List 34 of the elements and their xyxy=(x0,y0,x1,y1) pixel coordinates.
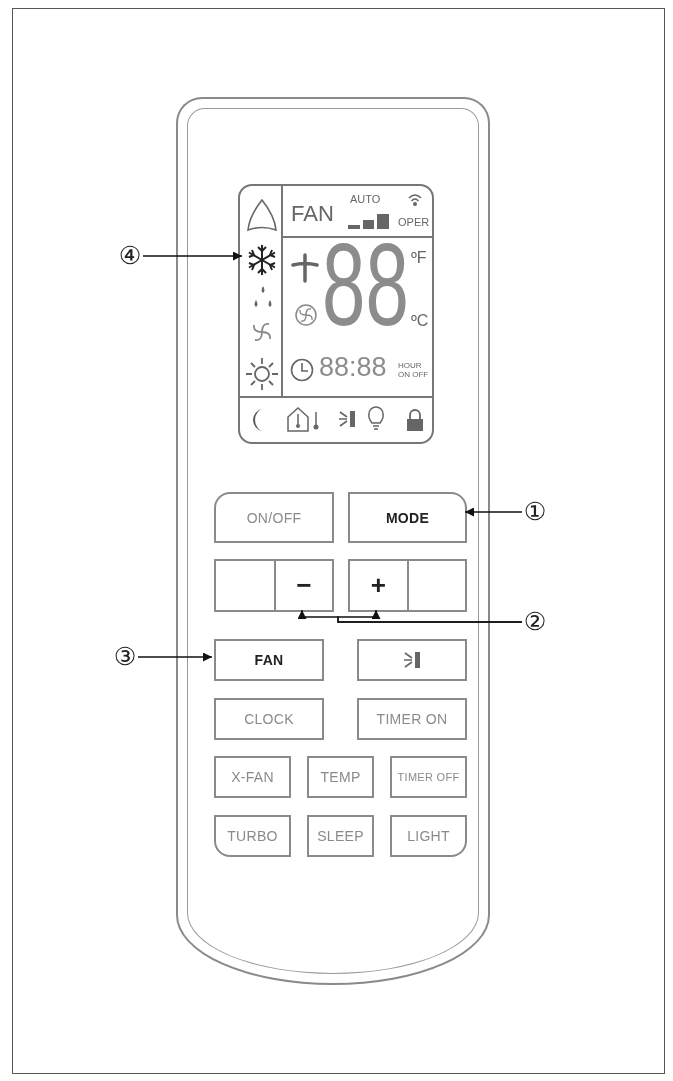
celsius-unit: ºC xyxy=(411,313,429,329)
snowflake-icon xyxy=(246,244,278,276)
auto-indicator: AUTO xyxy=(350,194,381,205)
remote-button: ON/OFF xyxy=(214,492,334,543)
remote-button: FAN xyxy=(214,639,324,681)
remote-button: TIMER OFF xyxy=(390,756,467,798)
remote-button: X-FAN xyxy=(214,756,291,798)
callout-number: ① xyxy=(522,499,548,525)
leader-arrow xyxy=(142,251,243,261)
temperature-digits: 88 xyxy=(322,226,409,343)
remote-button: CLOCK xyxy=(214,698,324,740)
remote-button: SLEEP xyxy=(307,815,374,857)
blank-button xyxy=(214,559,276,612)
remote-body xyxy=(176,97,490,985)
remote-button: LIGHT xyxy=(390,815,467,857)
remote-button: MODE xyxy=(348,492,467,543)
remote-button: − xyxy=(274,559,334,612)
fahrenheit-unit: ºF xyxy=(411,250,427,266)
remote-button: TURBO xyxy=(214,815,291,857)
leader-arrow xyxy=(337,609,523,623)
remote-button: + xyxy=(348,559,409,612)
blank-button xyxy=(357,639,467,681)
remote-button: TIMER ON xyxy=(357,698,467,740)
leader-arrow xyxy=(137,652,213,662)
callout-number: ② xyxy=(522,609,548,635)
blank-button xyxy=(407,559,467,612)
fan-indicator: FAN xyxy=(291,203,334,225)
timer-indicator: HOUR ON OFF xyxy=(398,361,430,380)
clock-digits: 88:88 xyxy=(319,354,387,381)
leader-arrow xyxy=(464,507,523,517)
remote-button: TEMP xyxy=(307,756,374,798)
callout-number: ④ xyxy=(117,243,143,269)
callout-number: ③ xyxy=(112,644,138,670)
oper-indicator: OPER xyxy=(398,217,430,228)
